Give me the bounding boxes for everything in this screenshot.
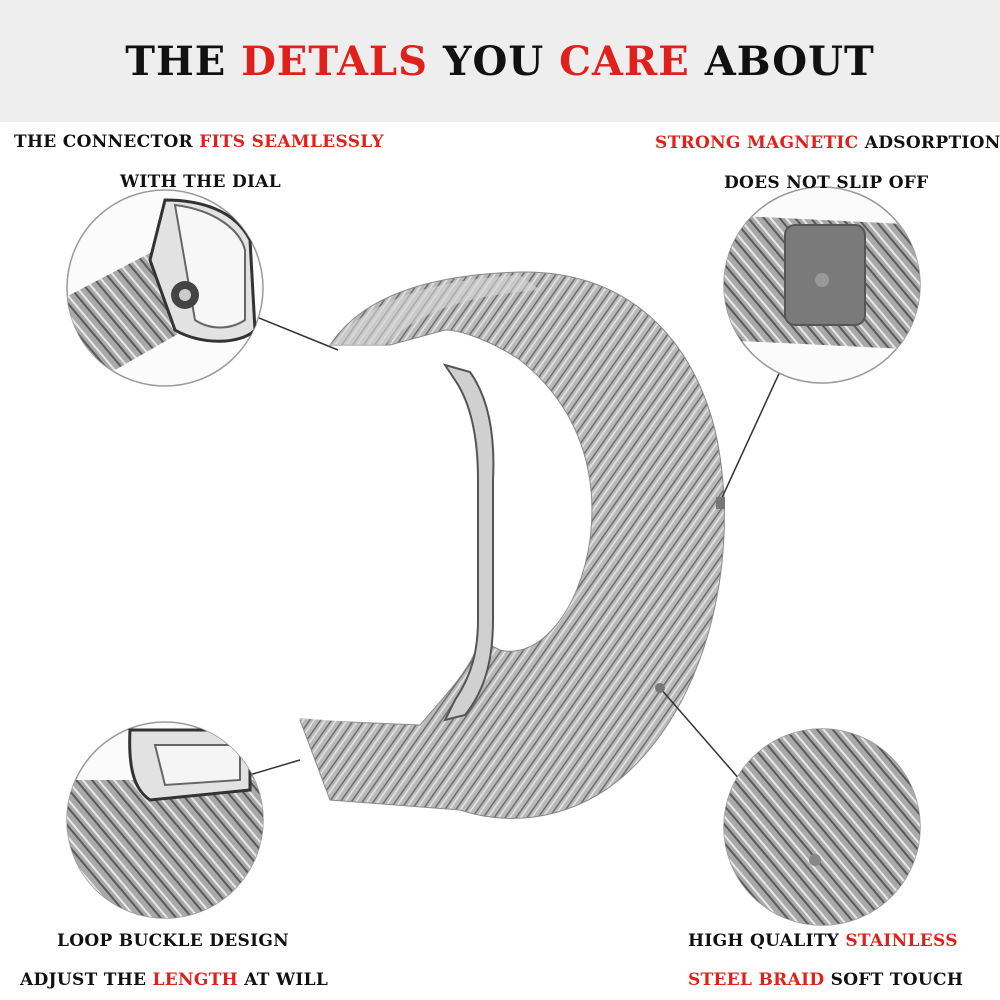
buckle-detail-image: [66, 721, 264, 919]
header-banner: [0, 0, 1000, 122]
page-title: THE DETALS YOU CARE ABOUT: [125, 38, 875, 85]
mesh-caption-line2: STEEL BRAID SOFT TOUCH: [688, 970, 964, 990]
magnet-caption-line2: DOES NOT SLIP OFF: [724, 173, 929, 193]
magnet-caption-line1: STRONG MAGNETIC ADSORPTION: [655, 133, 1000, 153]
buckle-caption-line1: LOOP BUCKLE DESIGN: [57, 931, 289, 951]
mesh-detail-image: [723, 728, 921, 926]
milanese-band-image: [299, 271, 725, 819]
mesh-caption-line1: HIGH QUALITY STAINLESS: [688, 931, 958, 951]
connector-detail-image: [66, 189, 264, 387]
buckle-caption-line2: ADJUST THE LENGTH AT WILL: [20, 970, 329, 990]
magnet-detail-image: [723, 186, 921, 384]
connector-caption-line2: WITH THE DIAL: [120, 172, 282, 192]
connector-caption-line1: THE CONNECTOR FITS SEAMLESSLY: [14, 132, 384, 152]
